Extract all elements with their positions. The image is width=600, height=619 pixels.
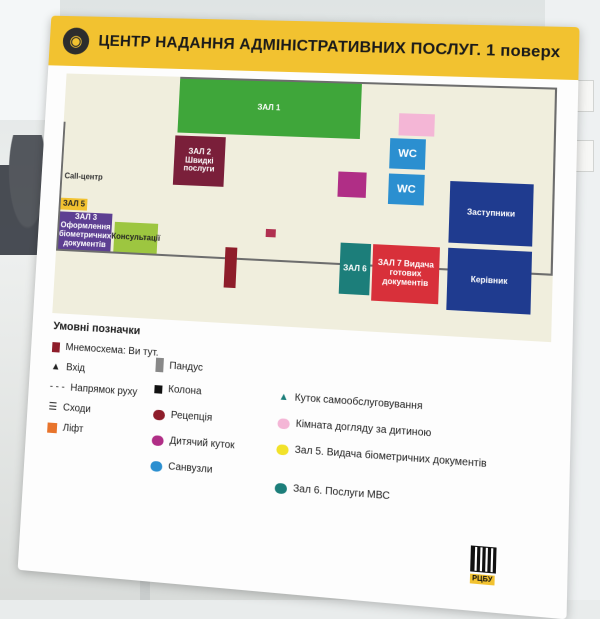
ramp-icon	[155, 357, 164, 373]
legend-item-baby-care: Кімната догляду за дитиною	[277, 417, 431, 439]
map-wall	[550, 87, 558, 274]
legend-label: Пандус	[169, 360, 204, 374]
legend-item-lift: Ліфт	[47, 421, 84, 435]
reception	[223, 247, 238, 289]
eye-logo-icon: ◉	[62, 27, 90, 55]
legend-item-toilets: Санвузли	[150, 460, 213, 476]
room-hall-6: ЗАЛ 6	[338, 242, 372, 296]
room-hall-1: ЗАЛ 1	[177, 78, 362, 140]
room-wc-1: WC	[389, 138, 426, 170]
legend-item-mnemo: Мнемосхема: Ви тут.	[51, 341, 159, 359]
kids-corner-icon	[151, 434, 164, 446]
hall6-icon	[274, 482, 288, 494]
legend-label: Вхід	[65, 362, 86, 375]
you-are-here-icon	[51, 341, 61, 353]
toilets-icon	[150, 460, 163, 472]
legend-item-self-service: ▲ Куток самообслуговування	[278, 391, 422, 412]
room-deputies: Заступники	[448, 181, 534, 247]
legend-label: Зал 5. Видача біометричних документів	[294, 444, 487, 471]
arrow-up-icon: ▲	[50, 361, 61, 373]
dashed-line-icon: - - -	[49, 381, 66, 394]
floor-plan-sign: ◉ ЦЕНТР НАДАННЯ АДМІНІСТРАТИВНИХ ПОСЛУГ.…	[17, 15, 580, 619]
lift-icon	[47, 421, 58, 433]
kids-corner	[337, 171, 367, 198]
you-are-here-marker	[265, 228, 276, 238]
floor-map: ЗАЛ 1 ЗАЛ 2 Швидкі послуги Call-центр ЗА…	[52, 73, 558, 343]
legend-item-entrance: ▲ Вхід	[51, 361, 86, 374]
room-hall-2: ЗАЛ 2 Швидкі послуги	[172, 135, 226, 187]
triangle-icon: ▲	[278, 391, 289, 404]
reception-icon	[152, 409, 166, 421]
legend-item-stairs: ☰ Сходи	[48, 401, 91, 415]
room-hall-5: ЗАЛ 5	[60, 197, 88, 211]
legend-label: Колона	[167, 383, 202, 398]
legend-label: Рецепція	[170, 409, 213, 424]
room-call-center: Call-центр	[61, 165, 106, 189]
room-consultations: Консультації	[111, 221, 160, 254]
legend-label: Зал 6. Послуги МВС	[292, 483, 391, 503]
column-icon	[154, 384, 163, 394]
legend-label: Сходи	[62, 402, 92, 416]
sign-banner: ◉ ЦЕНТР НАДАННЯ АДМІНІСТРАТИВНИХ ПОСЛУГ.…	[48, 15, 580, 81]
legend-item-column: Колона	[154, 383, 202, 397]
legend-label: Куток самообслуговування	[294, 392, 423, 413]
legend-item-direction: - - - Напрямок руху	[49, 381, 137, 398]
baby-care-icon	[277, 417, 290, 429]
legend-item-reception: Рецепція	[152, 409, 213, 424]
legend-item-kids: Дитячий куток	[151, 434, 235, 452]
legend-label: Ліфт	[62, 422, 84, 436]
hall5-icon	[276, 443, 289, 455]
room-hall-7: ЗАЛ 7 Видача готових документів	[371, 244, 440, 305]
legend-item-hall6: Зал 6. Послуги МВС	[274, 482, 391, 503]
room-hall-3: ЗАЛ 3 Оформлення біометричних документів	[58, 211, 113, 252]
qr-badge: РЦБУ	[469, 573, 495, 586]
legend-label: Санвузли	[167, 461, 213, 476]
room-director: Керівник	[446, 247, 533, 315]
legend-item-ramp: Пандус	[155, 357, 204, 375]
legend-label: Мнемосхема: Ви тут.	[65, 341, 159, 359]
legend-label: Дитячий куток	[169, 435, 235, 452]
legend-label: Напрямок руху	[70, 382, 138, 399]
legend-label: Кімната догляду за дитиною	[295, 418, 432, 440]
room-wc-2: WC	[387, 173, 425, 206]
baby-care-room	[398, 113, 435, 137]
stairs-icon: ☰	[48, 401, 58, 413]
legend-item-hall5: Зал 5. Видача біометричних документів	[276, 443, 505, 471]
legend-title: Умовні позначки	[53, 320, 141, 338]
qr-code[interactable]	[470, 545, 497, 574]
sign-title: ЦЕНТР НАДАННЯ АДМІНІСТРАТИВНИХ ПОСЛУГ. 1…	[98, 33, 561, 62]
